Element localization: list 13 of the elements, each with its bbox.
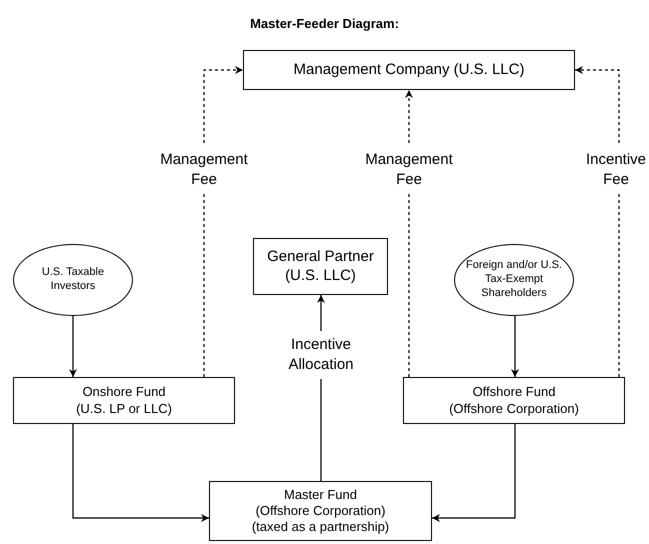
edge-label: Incentive Fee (584, 146, 648, 194)
investor-ellipse: Foreign and/or U.S. Tax-Exempt Shareholders (454, 244, 574, 316)
arrow (72, 424, 209, 522)
arrow (432, 424, 516, 522)
company-box: Management Company (U.S. LLC) (243, 50, 575, 90)
fund-box: Onshore Fund (U.S. LP or LLC) (13, 377, 235, 424)
arrow (511, 316, 519, 377)
diagram-title: Master-Feeder Diagram: (249, 15, 400, 33)
fund-box: Master Fund (Offshore Corporation) (taxed as a partnership) (209, 481, 432, 541)
partner-box: General Partner (U.S. LLC) (253, 238, 388, 295)
arrow (69, 316, 77, 377)
investor-ellipse: U.S. Taxable Investors (13, 244, 133, 316)
fund-box: Offshore Fund (Offshore Corporation) (403, 377, 625, 424)
